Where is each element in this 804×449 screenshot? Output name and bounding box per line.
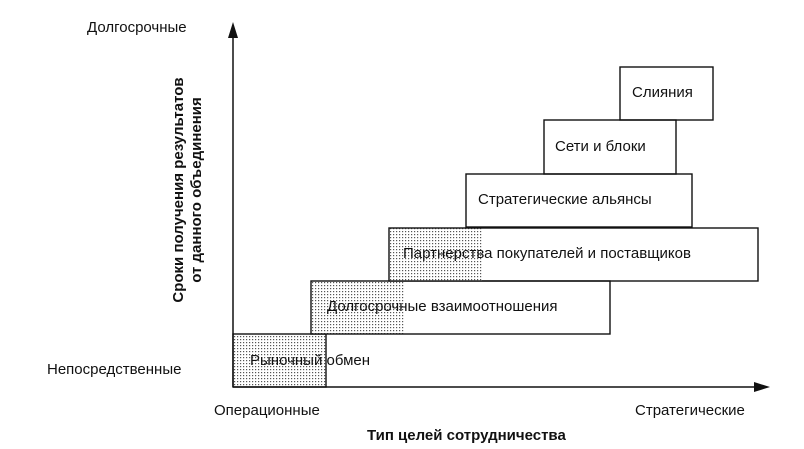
x-right-label: Стратегические xyxy=(635,402,745,419)
step-sliyaniya xyxy=(619,66,714,121)
x-left-label: Операционные xyxy=(214,402,320,419)
step-box xyxy=(388,227,759,282)
step-label: Долгосрочные взаимоотношения xyxy=(327,298,558,315)
y-top-label: Долгосрочные xyxy=(87,19,187,36)
step-box xyxy=(543,119,677,175)
y-axis-title-line1: Сроки получения результатов xyxy=(170,77,187,303)
step-seti-i-bloki xyxy=(543,119,677,175)
y-axis-arrow-icon xyxy=(228,22,238,38)
x-axis-arrow-icon xyxy=(754,382,770,392)
step-rynochny-obmen xyxy=(232,333,327,388)
step-label: Сети и блоки xyxy=(555,138,646,155)
step-partnerstva xyxy=(388,227,759,282)
y-axis-title: Сроки получения результатов от данного о… xyxy=(170,77,206,302)
step-dolgosrochnye xyxy=(310,280,611,335)
step-label: Стратегические альянсы xyxy=(478,191,652,208)
step-shade xyxy=(233,334,326,387)
step-box xyxy=(619,66,714,121)
step-shade xyxy=(389,228,482,281)
step-label: Рыночный обмен xyxy=(250,352,371,369)
step-label: Партнерства покупателей и поставщиков xyxy=(403,245,691,262)
x-axis-title: Тип целей сотрудничества xyxy=(367,427,566,444)
y-axis-title-line2: от данного объединения xyxy=(188,97,205,283)
step-shade xyxy=(311,281,404,334)
y-bottom-label: Непосредственные xyxy=(47,361,182,378)
step-label: Слияния xyxy=(632,84,693,101)
